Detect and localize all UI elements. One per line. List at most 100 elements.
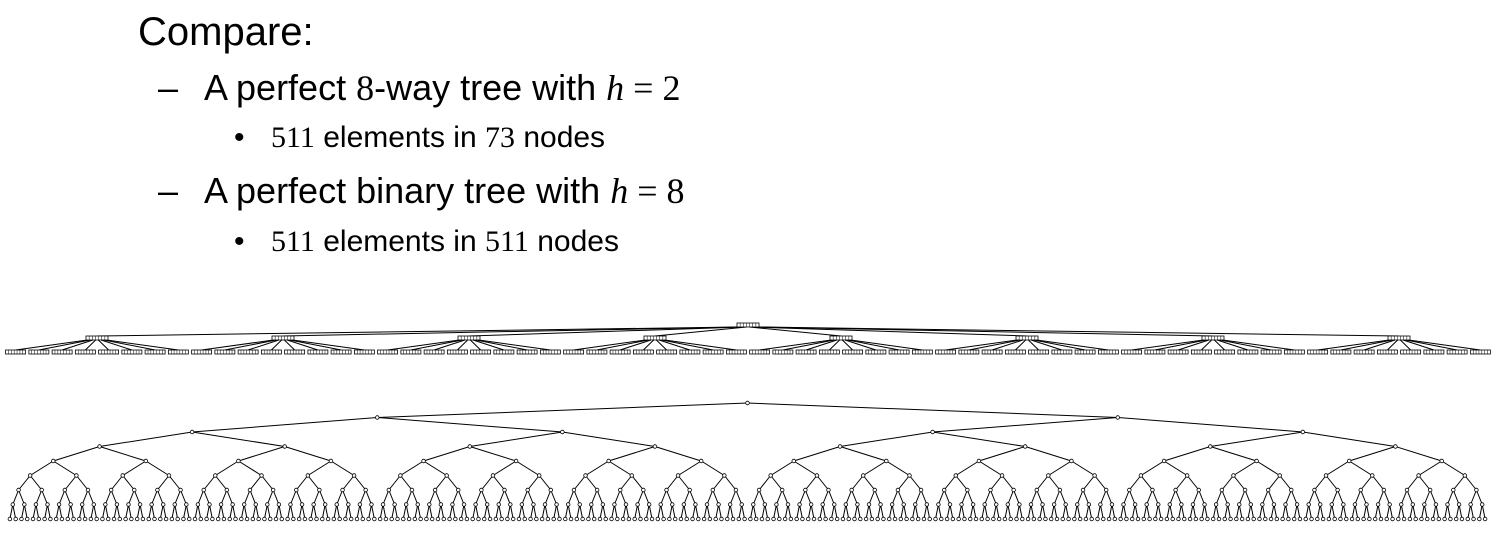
tree-node (447, 516, 452, 522)
tree-edge (1027, 504, 1032, 520)
tree-node (881, 516, 886, 522)
tree-node (1222, 516, 1227, 522)
tree-edge (1007, 489, 1015, 505)
tree-edge (1192, 504, 1197, 520)
tree-edge (1273, 504, 1278, 520)
node-box (191, 349, 213, 355)
tree-edge (978, 460, 1003, 476)
tree-edge (286, 339, 319, 351)
tree-node (1219, 487, 1225, 493)
tree-node (1031, 516, 1037, 522)
tree-node (1213, 502, 1219, 507)
tree-edge (680, 504, 685, 520)
tree-edge (159, 504, 164, 520)
tree-node (74, 349, 96, 355)
tree-node (911, 349, 933, 355)
tree-node (1144, 502, 1149, 507)
tree-edge (810, 504, 815, 520)
tree-node (800, 516, 805, 522)
tree-edge (1340, 339, 1393, 351)
tree-node (398, 473, 403, 478)
tree-node (965, 487, 970, 493)
tree-node (574, 516, 580, 522)
tree-edge (90, 504, 95, 520)
tree-node (519, 502, 525, 507)
tree-node (675, 473, 681, 478)
tree-node (19, 516, 24, 522)
tree-edge (1097, 504, 1101, 520)
tree-node (511, 516, 516, 522)
tree-node (1349, 516, 1355, 522)
tree-node (1214, 349, 1236, 355)
tree-edge (981, 504, 986, 520)
tree-edge (729, 489, 737, 505)
tree-node (924, 502, 930, 507)
tree-node (1034, 487, 1039, 493)
tree-edge (1331, 489, 1339, 505)
tree-edge (749, 326, 842, 337)
tree-node (988, 487, 993, 493)
tree-node (111, 516, 117, 522)
tree-edge (585, 475, 598, 491)
tree-edge (757, 326, 1400, 337)
tree-edge (451, 489, 459, 505)
tree-node (10, 502, 15, 507)
tree-edge (553, 504, 558, 520)
tree-node (904, 516, 909, 522)
tree-node (1453, 516, 1459, 522)
tree-edge (897, 475, 910, 491)
tree-edge (943, 475, 957, 491)
tree-node (913, 502, 918, 507)
tree-edge (1073, 504, 1078, 520)
tree-node (51, 458, 56, 464)
tree-node (1390, 516, 1395, 522)
tree-edge (587, 504, 592, 520)
bullet-text: A perfect (204, 67, 357, 108)
tree-edge (356, 504, 361, 520)
tree-node (146, 516, 151, 522)
node-box (214, 349, 236, 355)
tree-node (632, 516, 637, 522)
tree-edge (645, 504, 650, 520)
tree-edge (839, 431, 933, 447)
tree-edge (29, 475, 43, 491)
tree-edge (992, 504, 997, 520)
tree-edge (773, 504, 777, 520)
tree-edge (897, 489, 905, 505)
tree-node (137, 502, 143, 507)
tree-edge (1314, 475, 1327, 491)
tree-node (736, 322, 760, 328)
bullet-binary-tree: –A perfect binary tree with h = 8 (158, 169, 685, 213)
tree-node (725, 516, 730, 522)
tree-edge (1238, 504, 1243, 520)
node-box (400, 349, 422, 355)
tree-node (846, 516, 851, 522)
tree-node (401, 516, 406, 522)
tree-edge (229, 504, 234, 520)
tree-node (244, 516, 250, 522)
tree-edge (761, 504, 766, 520)
tree-edge (492, 460, 517, 476)
tree-node (1097, 349, 1119, 355)
tree-edge (434, 489, 442, 505)
tree-node (927, 516, 932, 522)
tree-node (623, 502, 629, 507)
tree-edge (1377, 489, 1385, 505)
tree-edge (379, 504, 384, 520)
tree-node (441, 516, 446, 522)
node-box (1004, 349, 1026, 355)
node-box (98, 349, 120, 355)
tree-edge (472, 339, 505, 351)
node-box (643, 335, 667, 341)
tree-node (1211, 516, 1216, 522)
tree-edge (1013, 489, 1020, 505)
tree-edge (1400, 339, 1411, 351)
tree-edge (1339, 504, 1344, 520)
tree-node (629, 473, 634, 478)
tree-edge (214, 475, 228, 491)
tree-edge (1053, 504, 1058, 520)
tree-edge (1163, 460, 1188, 476)
tree-node (1237, 349, 1259, 355)
tree-edge (125, 504, 129, 520)
element-count: 511 (271, 121, 315, 154)
